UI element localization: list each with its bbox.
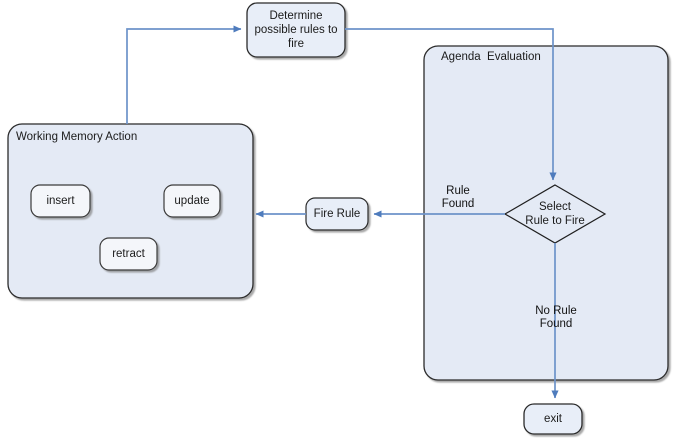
hit-select-rule-to-fire[interactable] [505,185,605,243]
edge-label-no-rule-found: No Rule Found [535,305,577,330]
node-determine-rules[interactable] [246,2,346,58]
hit-fire-rule[interactable] [306,198,368,230]
edge-working-memory-to-determine[interactable] [126,25,242,124]
hit-retract[interactable] [100,238,157,270]
node-update[interactable] [163,184,221,218]
container-title-agenda-evaluation: Agenda Evaluation [441,51,541,63]
edge-determine-to-select[interactable] [345,28,557,181]
hit-exit[interactable] [524,404,582,434]
hit-update[interactable] [164,185,220,217]
node-insert[interactable] [30,184,91,218]
node-exit[interactable] [523,403,583,435]
container-working-memory-action[interactable] [7,123,254,299]
hit-determine-rules[interactable] [247,3,345,57]
node-retract[interactable] [99,237,158,271]
container-title-working-memory-action: Working Memory Action [16,131,138,143]
edge-label-rule-found: Rule Found [441,185,475,210]
hit-insert[interactable] [31,185,90,217]
